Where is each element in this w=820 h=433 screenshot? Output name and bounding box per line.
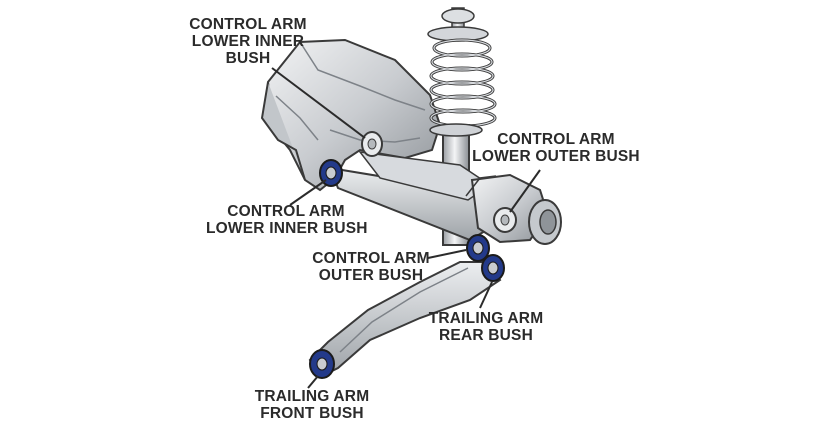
bush-ca-outer — [466, 234, 490, 262]
bush-ta-front — [309, 349, 335, 379]
leader-ca-lower-inner-mid — [289, 179, 327, 206]
label-trailing-arm-front-bush: TRAILING ARM FRONT BUSH — [254, 388, 370, 422]
leader-ta-front — [307, 375, 319, 389]
label-control-arm-outer-bush: CONTROL ARM OUTER BUSH — [312, 250, 430, 284]
label-control-arm-lower-inner-bush-top: CONTROL ARM LOWER INNER BUSH — [189, 16, 307, 67]
bush-ta-rear — [481, 254, 505, 282]
leader-ca-lower-inner-top — [271, 67, 366, 139]
bush-ca-lower-inner-top — [361, 131, 383, 157]
leader-ta-rear — [479, 281, 493, 309]
label-control-arm-lower-outer-bush: CONTROL ARM LOWER OUTER BUSH — [472, 131, 640, 165]
label-trailing-arm-rear-bush: TRAILING ARM REAR BUSH — [428, 310, 544, 344]
leader-ca-outer — [427, 249, 467, 259]
subframe — [260, 38, 442, 192]
label-control-arm-lower-inner-bush: CONTROL ARM LOWER INNER BUSH — [206, 203, 368, 237]
bush-ca-lower-outer — [493, 207, 517, 233]
leader-ca-lower-outer — [509, 169, 541, 213]
